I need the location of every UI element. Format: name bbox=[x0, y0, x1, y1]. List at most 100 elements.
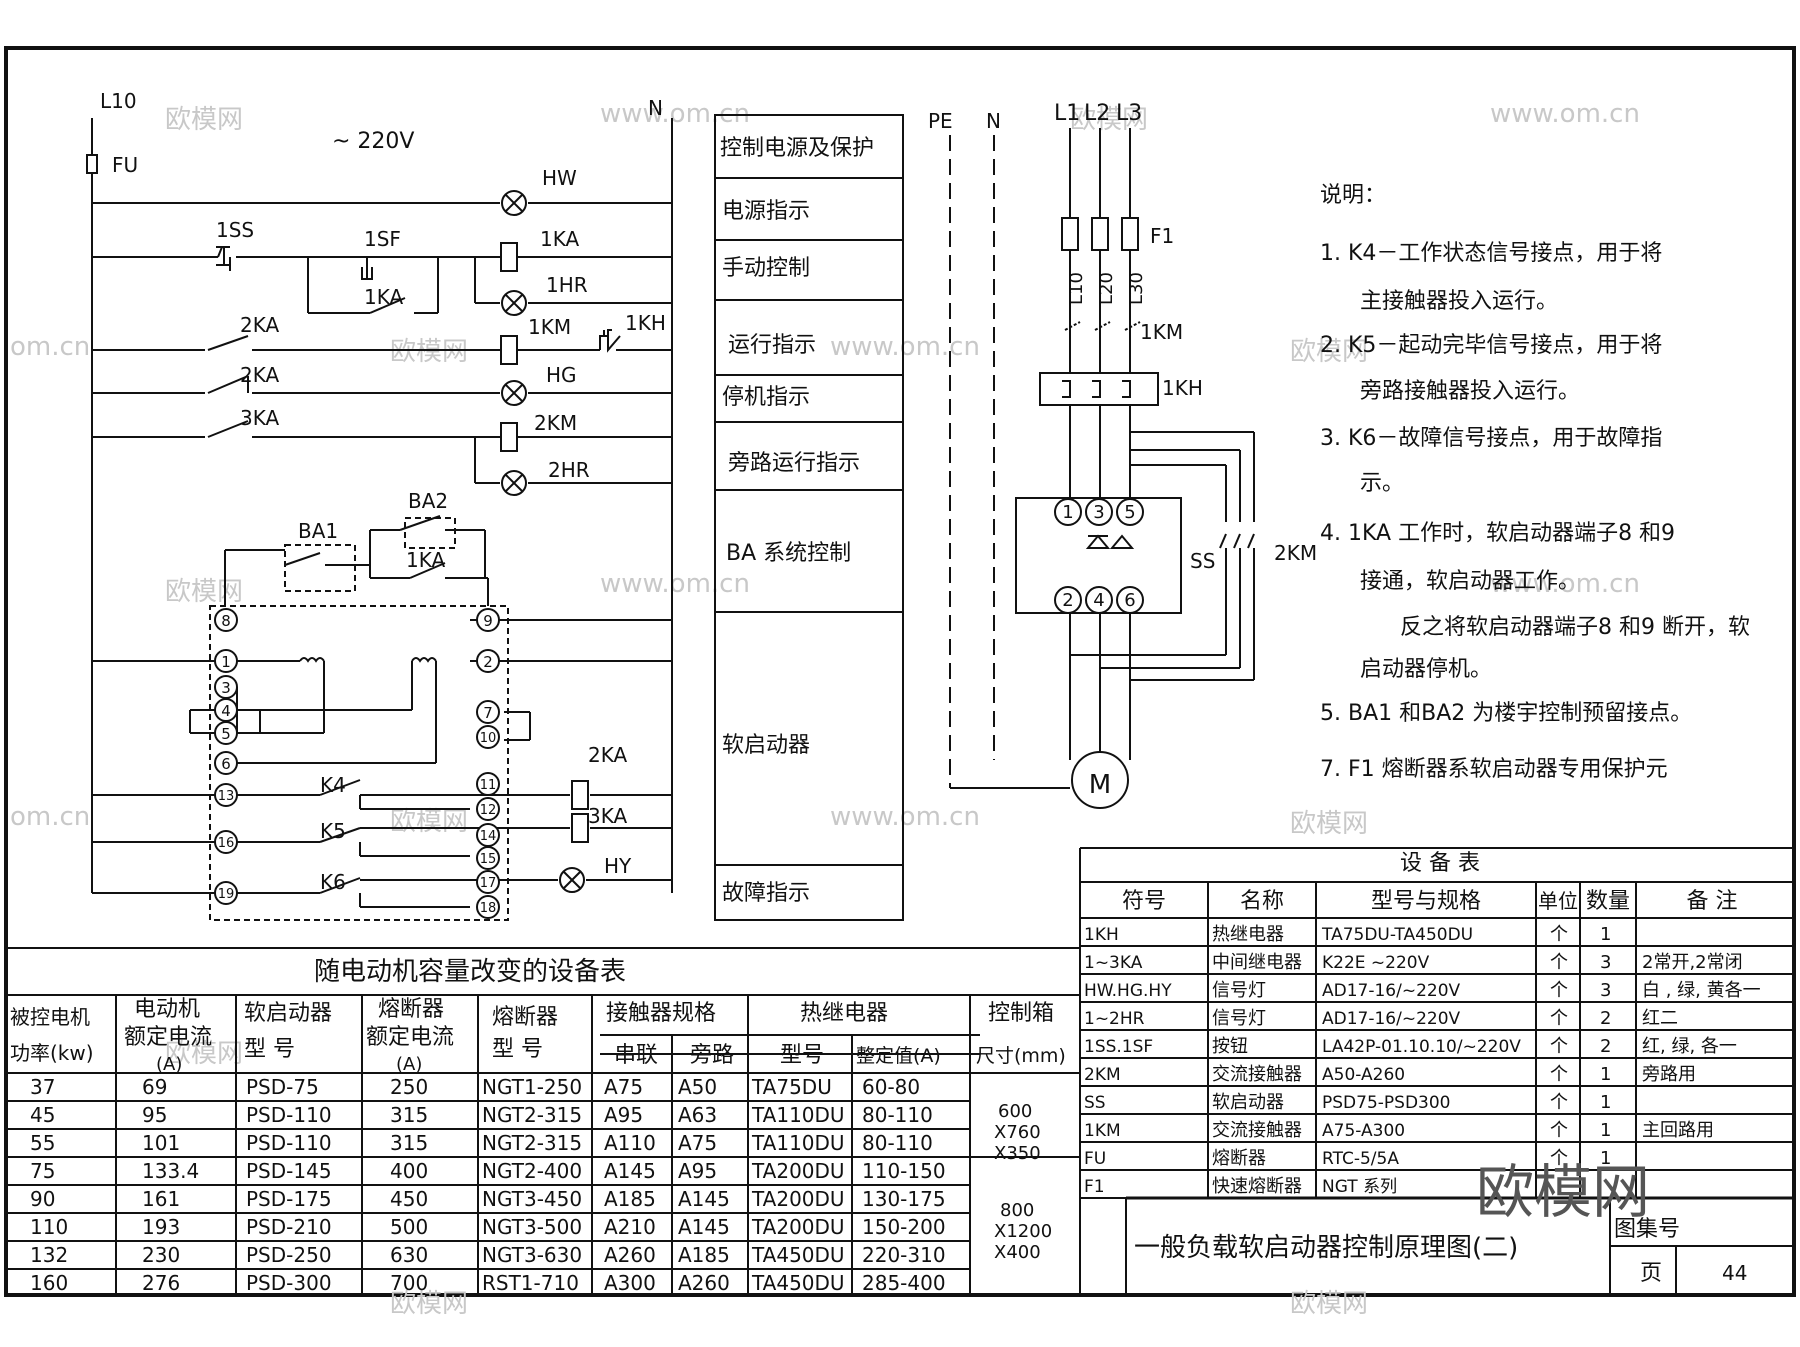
note-line-11: 5. BA1 和BA2 为楼宇控制预留接点。 bbox=[1320, 701, 1692, 726]
sheet-border bbox=[4, 46, 1796, 1297]
terminal-5: 5 bbox=[221, 725, 231, 743]
equipment-cell-r4-c6: 红二 bbox=[1642, 1008, 1678, 1029]
capacity-cell-r5-c1: 90 bbox=[30, 1187, 55, 1211]
label-main-n: N bbox=[986, 109, 1001, 133]
capacity-cell-r1-c1: 37 bbox=[30, 1075, 55, 1099]
equipment-cell-r9-c2: 熔断器 bbox=[1212, 1148, 1266, 1169]
capacity-cell-r1-c2: 69 bbox=[142, 1075, 167, 1099]
note-line-6: 示。 bbox=[1360, 471, 1404, 496]
function-column bbox=[714, 114, 904, 921]
note-line-12: 7. F1 熔断器系软启动器专用保护元 bbox=[1320, 757, 1668, 782]
capacity-cell-r8-c3: PSD-300 bbox=[246, 1271, 332, 1295]
label-hw: HW bbox=[542, 166, 577, 190]
label-1ka-coil: 1KA bbox=[540, 227, 579, 251]
cabinet-size-1-h: X760 bbox=[994, 1122, 1041, 1143]
header-motor-power: 被控电机 bbox=[10, 1005, 90, 1029]
svg-text:欧模网: 欧模网 bbox=[1290, 337, 1368, 367]
header-motor-power-unit: 功率(kw) bbox=[10, 1041, 94, 1065]
terminal-1: 1 bbox=[221, 653, 231, 671]
label-main-2km: 2KM bbox=[1274, 541, 1317, 565]
capacity-cell-r4-c9: 110-150 bbox=[862, 1159, 946, 1183]
drawing-title: 一般负载软启动器控制原理图(二) bbox=[1134, 1233, 1518, 1263]
capacity-cell-r7-c5: NGT3-630 bbox=[482, 1243, 582, 1267]
capacity-cell-r3-c4: 315 bbox=[390, 1131, 428, 1155]
label-f1: F1 bbox=[1150, 224, 1174, 248]
capacity-cell-r1-c9: 60-80 bbox=[862, 1075, 920, 1099]
eq-header-symbol: 符号 bbox=[1122, 889, 1166, 914]
note-line-4: 旁路接触器投入运行。 bbox=[1360, 379, 1580, 404]
capacity-cell-r5-c8: TA200DU bbox=[751, 1187, 845, 1211]
lamp-hw-icon bbox=[501, 190, 527, 216]
capacity-cell-r1-c6: A75 bbox=[604, 1075, 643, 1099]
ss-terminal-5: 5 bbox=[1124, 502, 1135, 523]
capacity-cell-r3-c8: TA110DU bbox=[751, 1131, 845, 1155]
capacity-cell-r7-c3: PSD-250 bbox=[246, 1243, 332, 1267]
label-k5: K5 bbox=[320, 819, 346, 843]
note-line-8: 接通，软启动器工作。 bbox=[1360, 569, 1580, 594]
equipment-cell-r7-c4: 个 bbox=[1550, 1092, 1568, 1113]
label-fu: FU bbox=[112, 153, 138, 177]
ss-terminal-1: 1 bbox=[1062, 502, 1073, 523]
label-main-1kh: 1KH bbox=[1162, 376, 1203, 400]
label-1sf: 1SF bbox=[364, 227, 401, 251]
eq-header-unit: 单位 bbox=[1538, 889, 1578, 913]
capacity-cell-r8-c1: 160 bbox=[30, 1271, 68, 1295]
header-contactor: 接触器规格 bbox=[606, 1001, 716, 1026]
equipment-cell-r1-c2: 热继电器 bbox=[1212, 924, 1284, 945]
capacity-cell-r1-c8: TA75DU bbox=[751, 1075, 832, 1099]
equipment-cell-r9-c1: FU bbox=[1084, 1149, 1106, 1169]
terminal-numbers: 8 1 3 4 5 6 13 16 19 9 2 7 10 11 12 14 1… bbox=[218, 612, 497, 916]
terminal-15: 15 bbox=[480, 852, 497, 867]
eq-header-remark: 备 注 bbox=[1687, 889, 1738, 914]
label-hg: HG bbox=[546, 363, 577, 387]
capacity-cell-r4-c6: A145 bbox=[604, 1159, 656, 1183]
note-line-9: 反之将软启动器端子8 和9 断开，软 bbox=[1400, 615, 1750, 640]
header-thermal-setting: 整定值(A) bbox=[856, 1045, 941, 1067]
equipment-cell-r4-c1: 1~2HR bbox=[1084, 1009, 1145, 1029]
capacity-cell-r8-c7: A260 bbox=[678, 1271, 730, 1295]
capacity-cell-r3-c2: 101 bbox=[142, 1131, 180, 1155]
capacity-cell-r7-c2: 230 bbox=[142, 1243, 180, 1267]
capacity-cell-r8-c5: RST1-710 bbox=[482, 1271, 579, 1295]
svg-text:欧模网: 欧模网 bbox=[390, 807, 468, 837]
label-2ka-2: 2KA bbox=[240, 363, 279, 387]
svg-text:om.cn: om.cn bbox=[10, 802, 90, 832]
cabinet-size-1-d: X350 bbox=[994, 1143, 1041, 1164]
main-circuit bbox=[949, 128, 1255, 809]
function-run-indication: 运行指示 bbox=[728, 333, 816, 358]
label-l10: L10 bbox=[100, 89, 137, 113]
equipment-table: 设 备 表 符号 名称 型号与规格 单位 数量 备 注 bbox=[1122, 851, 1738, 914]
capacity-cell-r6-c3: PSD-210 bbox=[246, 1215, 332, 1239]
cabinet-sizes: 600 X760 X350 800 X1200 X400 bbox=[994, 1101, 1052, 1263]
title-block: 一般负载软启动器控制原理图(二) 图集号 页 44 bbox=[1134, 1217, 1747, 1286]
header-contactor-bypass: 旁路 bbox=[690, 1043, 734, 1068]
label-ba2: BA2 bbox=[408, 489, 448, 513]
note-line-5: 3. K6－故障信号接点，用于故障指 bbox=[1320, 426, 1662, 451]
capacity-cell-r7-c9: 220-310 bbox=[862, 1243, 946, 1267]
page-label: 页 bbox=[1640, 1261, 1662, 1286]
terminal-18: 18 bbox=[480, 901, 497, 916]
label-1ka-ba: 1KA bbox=[406, 548, 445, 572]
ss-terminal-3: 3 bbox=[1093, 502, 1104, 523]
capacity-cell-r1-c5: NGT1-250 bbox=[482, 1075, 582, 1099]
terminal-14: 14 bbox=[480, 829, 497, 844]
lamp-2hr-icon bbox=[501, 470, 527, 496]
terminal-11: 11 bbox=[480, 778, 497, 793]
capacity-cell-r5-c5: NGT3-450 bbox=[482, 1187, 582, 1211]
equipment-cell-r7-c5: 1 bbox=[1600, 1092, 1611, 1113]
function-fault-indication: 故障指示 bbox=[722, 881, 810, 906]
equipment-cell-r8-c2: 交流接触器 bbox=[1212, 1120, 1302, 1141]
svg-text:欧模网: 欧模网 bbox=[390, 1289, 468, 1319]
capacity-cell-r7-c4: 630 bbox=[390, 1243, 428, 1267]
header-rated-current-2: 额定电流 bbox=[124, 1025, 212, 1050]
function-bypass-indication: 旁路运行指示 bbox=[728, 451, 860, 476]
equipment-cell-r3-c2: 信号灯 bbox=[1212, 980, 1266, 1001]
equipment-cell-r6-c2: 交流接触器 bbox=[1212, 1064, 1302, 1085]
equipment-cell-r6-c1: 2KM bbox=[1084, 1065, 1121, 1085]
header-thermal-model: 型号 bbox=[780, 1043, 824, 1068]
label-hy: HY bbox=[604, 854, 632, 878]
equipment-cell-r6-c6: 旁路用 bbox=[1642, 1064, 1696, 1085]
function-stop-indication: 停机指示 bbox=[722, 385, 810, 410]
label-ba1: BA1 bbox=[298, 519, 338, 543]
